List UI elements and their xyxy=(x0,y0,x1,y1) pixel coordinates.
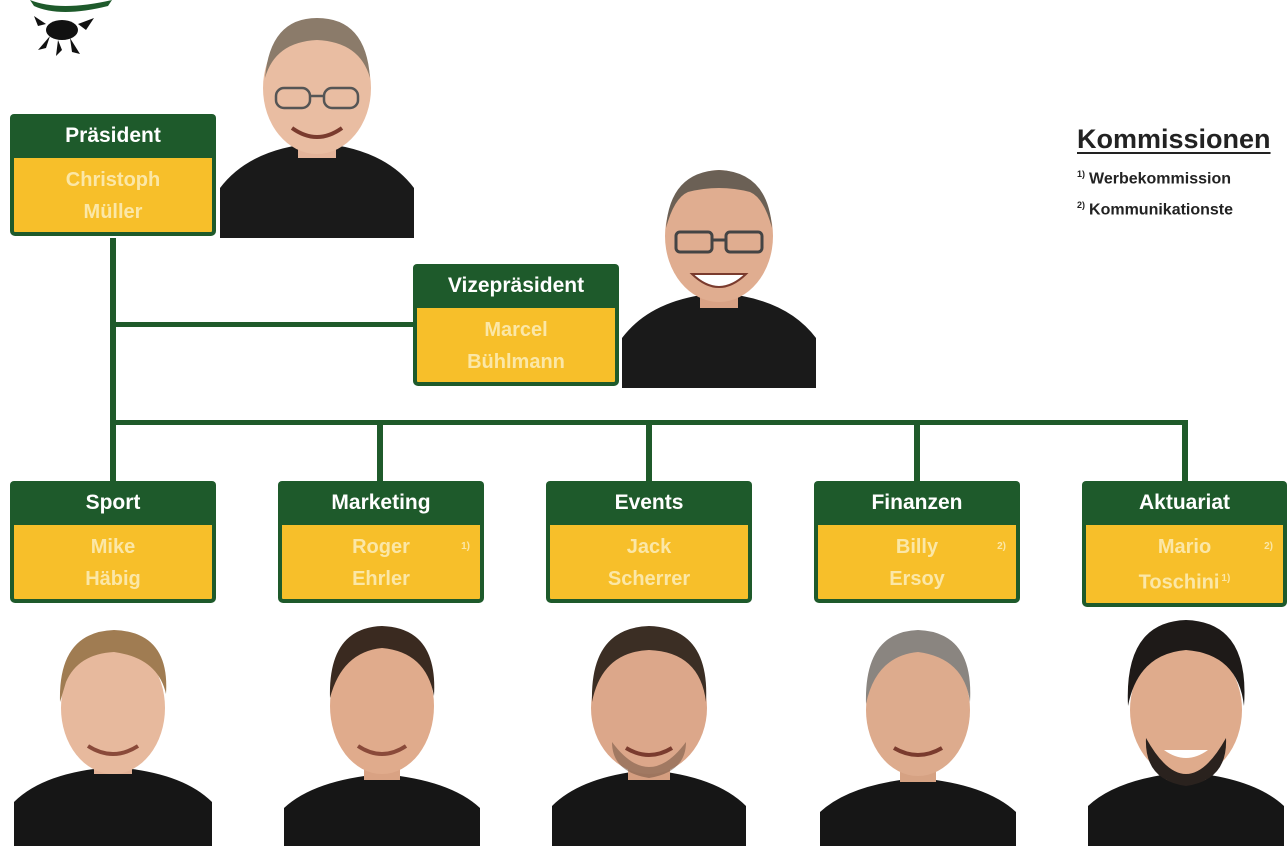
department-last-name: Ersoy xyxy=(889,568,945,590)
vice-president-first-name: Marcel xyxy=(484,319,548,341)
department-first-name: Billy xyxy=(895,536,939,558)
events-member-photo xyxy=(552,626,746,846)
department-role: Marketing xyxy=(278,481,484,525)
vice-president-role: Vizepräsident xyxy=(413,264,619,308)
president-first-name: Christoph xyxy=(65,169,161,191)
president-photo xyxy=(220,18,414,238)
marketing-member-photo xyxy=(284,626,480,846)
club-logo xyxy=(30,0,112,56)
department-box-sport: Sport Mike Häbig xyxy=(10,481,216,603)
department-last-name: Ehrler xyxy=(352,568,410,590)
kommission-item: 1)Werbekommission xyxy=(1077,169,1271,188)
department-last-name: Häbig xyxy=(85,568,141,590)
department-role: Finanzen xyxy=(814,481,1020,525)
connector-events xyxy=(646,420,652,482)
sport-member-photo xyxy=(14,630,212,846)
connector-aktuariat xyxy=(1182,420,1188,482)
department-name: 1) Roger Ehrler xyxy=(278,525,484,603)
department-name: Jack Scherrer xyxy=(546,525,752,603)
footnote-mark: 2) xyxy=(997,541,1006,552)
mascot-icon xyxy=(34,16,94,56)
connector-finanzen xyxy=(914,420,920,482)
department-last-name: Scherrer xyxy=(607,568,691,590)
department-first-name: Jack xyxy=(626,536,672,558)
president-box: Präsident Christoph Müller xyxy=(10,114,216,236)
vice-president-last-name: Bühlmann xyxy=(467,351,565,373)
kommission-label: Werbekommission xyxy=(1089,170,1231,188)
department-box-events: Events Jack Scherrer xyxy=(546,481,752,603)
department-box-marketing: Marketing 1) Roger Ehrler xyxy=(278,481,484,603)
aktuariat-member-photo xyxy=(1088,620,1284,846)
department-role: Sport xyxy=(10,481,216,525)
footnote-mark: 1) xyxy=(461,541,470,552)
department-last-name-text: Toschini xyxy=(1138,571,1220,594)
department-first-name: Mario xyxy=(1157,536,1212,558)
connector-sport xyxy=(110,420,116,482)
finanzen-member-photo xyxy=(820,630,1016,846)
department-box-finanzen: Finanzen 2) Billy Ersoy xyxy=(814,481,1020,603)
department-first-name: Mike xyxy=(90,536,136,558)
department-role: Events xyxy=(546,481,752,525)
kommissionen-legend: Kommissionen 1)Werbekommission 2)Kommuni… xyxy=(1077,124,1271,220)
kommission-item: 2)Kommunikationste xyxy=(1077,200,1271,219)
department-first-name: Roger xyxy=(352,536,410,558)
vice-president-photo xyxy=(622,170,816,388)
department-role: Aktuariat xyxy=(1082,481,1287,525)
connector-marketing xyxy=(377,420,383,482)
kommission-label: Kommunikationste xyxy=(1089,201,1234,219)
connector-vice xyxy=(110,322,416,327)
president-name: Christoph Müller xyxy=(10,158,216,236)
department-name: Mike Häbig xyxy=(10,525,216,603)
department-name: 2) Billy Ersoy xyxy=(814,525,1020,603)
kommission-mark: 1) xyxy=(1077,169,1086,179)
vice-president-box: Vizepräsident Marcel Bühlmann xyxy=(413,264,619,386)
footnote-mark: 2) xyxy=(1264,541,1273,552)
president-role: Präsident xyxy=(10,114,216,158)
kommission-mark: 2) xyxy=(1077,200,1086,211)
kommissionen-title: Kommissionen xyxy=(1077,124,1271,154)
president-last-name: Müller xyxy=(83,201,143,223)
footnote-mark-secondary: 1) xyxy=(1221,573,1231,584)
vice-president-name: Marcel Bühlmann xyxy=(413,308,619,386)
connector-president-trunk xyxy=(110,238,116,482)
